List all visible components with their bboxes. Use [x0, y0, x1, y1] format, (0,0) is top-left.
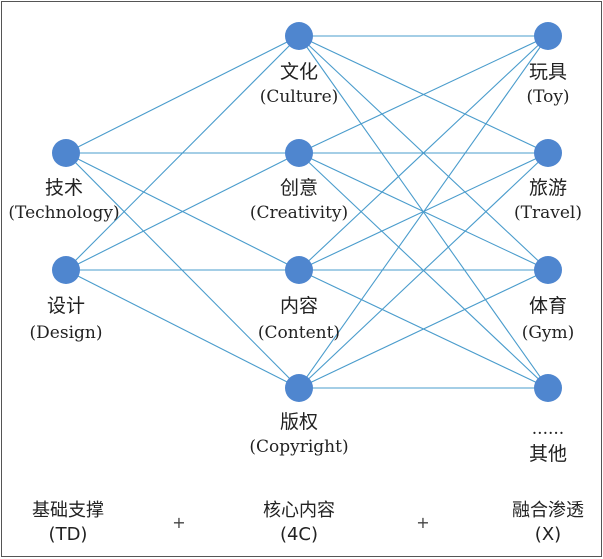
label-copyright-en: (Copyright) — [249, 437, 348, 457]
edge-creativity-toy — [298, 35, 549, 154]
edge-tech-culture — [65, 35, 300, 154]
footer-4c-en: (4C) — [280, 524, 318, 545]
node-creativity — [285, 139, 313, 167]
label-gym-en: (Gym) — [522, 323, 575, 343]
label-other-zh: 其他 — [529, 443, 567, 465]
footer-td-zh: 基础支撑 — [32, 500, 104, 521]
label-travel-en: (Travel) — [514, 203, 582, 223]
label-toy-zh: 玩具 — [529, 61, 567, 83]
label-copyright-zh: 版权 — [280, 411, 318, 433]
label-culture-en: (Culture) — [260, 87, 339, 107]
node-copyright — [285, 374, 313, 402]
footer-x-zh: 融合渗透 — [512, 500, 584, 521]
label-design-zh: 设计 — [47, 295, 85, 317]
footer-plus-1: + — [172, 513, 185, 532]
edge-design-culture — [65, 35, 300, 271]
edge-copyright-toy — [298, 35, 549, 389]
label-content-zh: 内容 — [280, 295, 318, 317]
node-travel — [534, 139, 562, 167]
footer-td-en: (TD) — [49, 524, 88, 545]
label-travel-zh: 旅游 — [529, 177, 567, 199]
label-gym-zh: 体育 — [529, 295, 567, 317]
label-creativity-zh: 创意 — [280, 177, 318, 199]
label-culture-zh: 文化 — [280, 61, 318, 83]
node-gym — [534, 256, 562, 284]
edge-design-creativity — [65, 152, 300, 271]
edges — [65, 35, 549, 389]
node-other — [534, 374, 562, 402]
node-content — [285, 256, 313, 284]
labels: 技术 (Technology) 设计 (Design) 文化 (Culture)… — [8, 61, 582, 465]
label-content-en: (Content) — [258, 323, 340, 343]
footer: 基础支撑 (TD) + 核心内容 (4C) + 融合渗透 (X) — [32, 500, 584, 545]
label-creativity-en: (Creativity) — [250, 203, 348, 223]
footer-4c-zh: 核心内容 — [263, 500, 335, 521]
label-tech-en: (Technology) — [8, 203, 119, 223]
node-toy — [534, 22, 562, 50]
label-other-en: ...... — [532, 419, 564, 439]
nodes — [52, 22, 562, 402]
node-culture — [285, 22, 313, 50]
edge-copyright-travel — [298, 152, 549, 389]
footer-x-en: (X) — [535, 524, 561, 545]
footer-plus-2: + — [416, 513, 429, 532]
edge-copyright-gym — [298, 269, 549, 389]
label-design-en: (Design) — [30, 323, 103, 343]
edge-design-copyright — [65, 269, 300, 389]
label-tech-zh: 技术 — [45, 177, 83, 199]
node-tech — [52, 139, 80, 167]
edge-content-toy — [298, 35, 549, 271]
node-design — [52, 256, 80, 284]
label-toy-en: (Toy) — [526, 87, 569, 107]
